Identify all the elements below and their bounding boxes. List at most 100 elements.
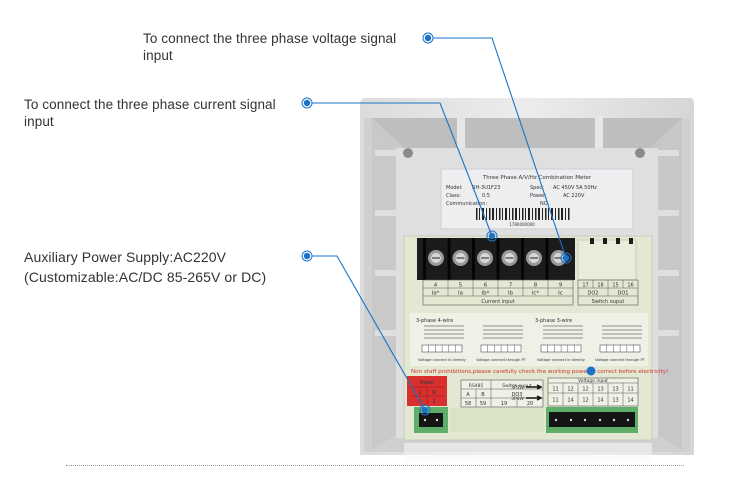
switch-pin-20: 20 [527,401,533,407]
voltage-3p4w-terminal: 14 [597,398,603,404]
callout-line: To connect the three phase current signa… [24,97,276,112]
switch-terminal-number: 15 [612,283,618,289]
wiring-diagram-title: 3-phase 4-wire [416,318,453,324]
voltage-input-table: 3P3W 3P4W Voltage input 11 11 12 14 12 12 13 14… [511,377,639,407]
switch-terminal-number: 18 [597,283,603,289]
nameplate-comm-value: NO [540,201,548,207]
rs485-title: RS485 [469,383,484,389]
row-3p4w-label: 3P4W [511,396,524,402]
power-label-box: Power L N 1 2 [407,376,447,406]
switch-output-caption: Switch ouput [592,299,625,305]
nameplate-spec-label: Spec: [530,185,544,191]
wiring-diagram-title: 3-phase 3-wire [535,318,572,324]
voltage-3p4w-terminal: 13 [612,398,618,404]
terminal-number: 5 [459,283,463,289]
screw-icon [635,148,645,158]
nameplate-class-value: 0.5 [482,193,490,199]
switch-terminal-number: 17 [582,283,588,289]
callout-auxiliary-power: Auxiliary Power Supply:AC220V (Customiza… [24,247,266,287]
terminal-name: Ic* [532,291,540,297]
voltage-3p3w-terminal: 11 [552,387,558,393]
rs485-pin-b: 59 [480,401,486,407]
power-callout-marker-icon [301,250,313,262]
voltage-3p3w-terminal: 11 [627,387,633,393]
nameplate-model-label: Model: [446,185,463,191]
wiring-diagram: Voltage connect through PT [476,325,527,362]
warning-text: Non staff prohibitions,please carefully … [411,369,668,375]
power-col-n: N [432,390,436,396]
nameplate-power-value: AC 220V [563,193,585,199]
nameplate-spec-value: AC 450V 5A 50Hz [553,185,597,191]
callout-endpoints [419,230,596,416]
voltage-3p3w-terminal: 13 [612,387,618,393]
terminal-number: 4 [434,283,438,289]
voltage-3p3w-terminal: 12 [567,387,573,393]
terminal-name: Ia [458,291,463,297]
nameplate-class-label: Class: [446,193,461,199]
nameplate-power-label: Power: [530,193,547,199]
rs485-table: RS485 Switch ouput A B DO3 58 59 19 20 [460,379,544,408]
arrow-right-icon [526,384,543,390]
wiring-diagram: Voltage connect through PT [595,325,646,362]
callout-line: Auxiliary Power Supply:AC220V [24,249,227,265]
current-terminal-block [417,238,575,280]
callout-voltage-signal-input: To connect the three phase voltage signa… [143,30,396,64]
callout-line: input [24,114,54,129]
power-title: Power [419,380,435,386]
voltage-connector [546,407,638,433]
terminal-number: 9 [559,283,563,289]
rs485-col-b: B [481,392,485,398]
voltage-3p3w-terminal: 12 [582,387,588,393]
nameplate-title: Three Phase A/V/Hz Combination Meter [482,175,592,181]
terminal-name: Ia* [432,291,440,297]
switch-channel: DO1 [618,291,629,297]
voltage-3p3w-terminal: 13 [597,387,603,393]
terminal-name: Ib* [482,291,490,297]
callout-line: (Customizable:AC/DC 85-265V or DC) [24,269,267,285]
arrow-right-icon [526,395,543,401]
current-callout-marker-icon [301,97,313,109]
nameplate-serial: 1780000000 [509,222,535,227]
wiring-diagram-caption: Voltage connect in directly [537,358,586,362]
power-col-l: L [419,390,422,396]
power-endpoint-icon [419,404,431,416]
rs485-col-a: A [466,392,470,398]
voltage-input-title: Voltage input [578,378,608,384]
row-3p3w-label: 3P3W [511,385,524,391]
barcode [476,208,570,220]
voltage-3p4w-terminal: 14 [567,398,573,404]
switch-channel: DO3 [512,392,523,398]
warning-endpoint-icon [586,366,596,376]
callout-leaders [307,37,567,411]
callout-line: To connect the three phase voltage signa… [143,31,397,46]
terminal-name: Ic [558,291,563,297]
switch-input-title: Switch ouput [502,383,532,389]
section-divider [66,465,684,466]
callout-current-signal-input: To connect the three phase current signa… [24,96,276,130]
screw-icon [403,148,413,158]
voltage-callout-marker-icon [422,32,434,44]
nameplate-model-value: RH-3U1F23 [472,185,500,191]
callout-markers [301,32,434,262]
nameplate: Three Phase A/V/Hz Combination Meter Mod… [440,168,634,230]
voltage-3p4w-terminal: 14 [627,398,633,404]
voltage-endpoint-icon [560,252,572,264]
reflection [404,443,652,469]
wiring-diagram-caption: Voltage connect through PT [595,358,646,362]
wiring-diagram-caption: Voltage connect in directly [418,358,467,362]
rs485-pin-a: 58 [465,401,471,407]
terminal-number: 7 [509,283,513,289]
switch-pin-19: 19 [501,401,507,407]
terminal-number: 6 [484,283,488,289]
voltage-3p4w-terminal: 12 [582,398,588,404]
power-connector [414,407,448,433]
switch-channel: DO2 [588,291,599,297]
voltage-3p4w-terminal: 11 [552,398,558,404]
current-input-caption: Current input [481,299,514,305]
